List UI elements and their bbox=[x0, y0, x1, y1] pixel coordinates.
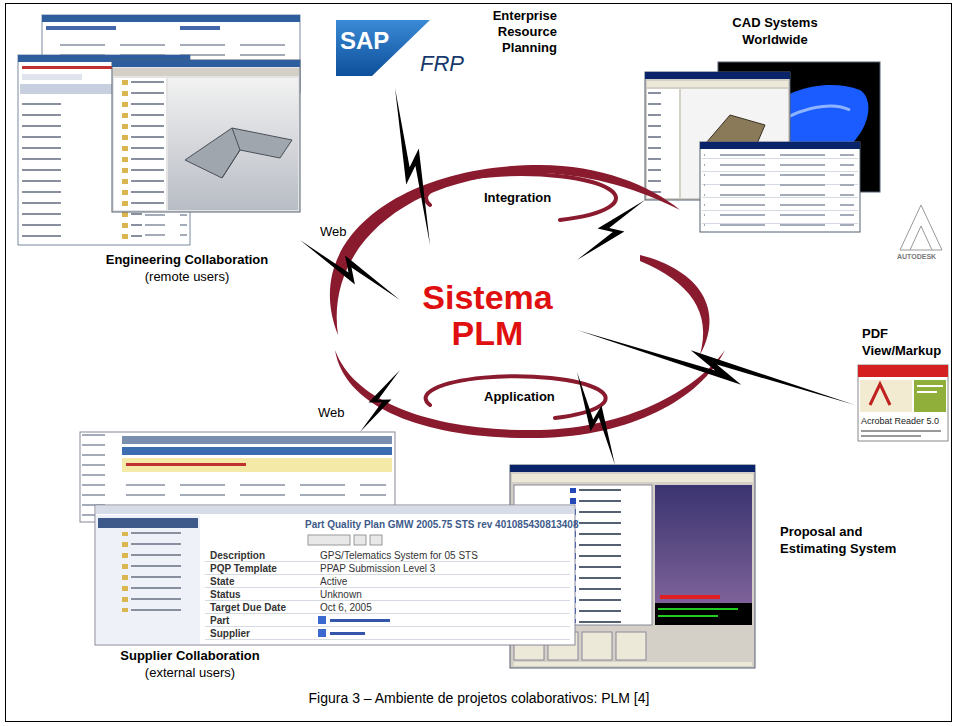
text-label: Acrobat Reader 5.0 bbox=[861, 416, 939, 427]
screenshot-panel: Engineering Collaboration(remote users) bbox=[15, 15, 300, 287]
supplier-screenshots bbox=[80, 432, 575, 645]
lightning-connector bbox=[577, 200, 645, 260]
node-title: (remote users) bbox=[77, 269, 297, 285]
figure-caption: Figura 3 – Ambiente de projetos colabora… bbox=[0, 690, 958, 707]
text-label: Oct 6, 2005 bbox=[320, 602, 372, 613]
lightning-connector bbox=[300, 240, 400, 300]
sap-logo bbox=[336, 20, 430, 76]
lightning-bolt bbox=[577, 200, 645, 260]
node-title: CAD Systems Worldwide bbox=[725, 14, 825, 48]
lightning-bolt bbox=[577, 330, 855, 405]
lightning-bolt bbox=[360, 370, 400, 432]
text-label: AUTODESK bbox=[897, 253, 936, 261]
text-label: Unknown bbox=[320, 589, 362, 600]
node-title: FRP bbox=[420, 52, 480, 76]
text-label: Part bbox=[210, 615, 229, 626]
figure-frame bbox=[6, 4, 952, 722]
text-label: Integration bbox=[484, 190, 551, 206]
text-label: State bbox=[210, 576, 234, 587]
edge-label: Web bbox=[316, 405, 347, 420]
text-label: PPAP Submission Level 3 bbox=[320, 563, 435, 574]
engineering-screenshots bbox=[18, 15, 300, 245]
autodesk-logo bbox=[900, 205, 942, 250]
node-title: Supplier Collaboration bbox=[80, 648, 300, 664]
node-title: (external users) bbox=[80, 665, 300, 681]
text-label: Part Quality Plan GMW 2005.75 STS rev 40… bbox=[305, 519, 579, 531]
text-label: Target Due Date bbox=[210, 602, 286, 613]
cad-screenshots bbox=[645, 62, 880, 232]
node-title: Engineering Collaboration bbox=[77, 252, 297, 268]
text-label: PQP Template bbox=[210, 563, 277, 574]
screenshot-panel: PDF View/Markup bbox=[855, 325, 950, 445]
lightning-connector bbox=[577, 372, 615, 465]
text-label: Status bbox=[210, 589, 241, 600]
pdf-screenshot bbox=[858, 365, 948, 441]
text-label: Application bbox=[484, 389, 555, 405]
lightning-connector bbox=[577, 330, 855, 405]
lightning-bolt bbox=[300, 240, 400, 300]
text-label: Supplier bbox=[210, 628, 250, 639]
text-label: GPS/Telematics System for 05 STS bbox=[320, 550, 478, 561]
text-label: Active bbox=[320, 576, 347, 587]
logo-block: SAP FRPEnterprise Resource Planning bbox=[330, 8, 560, 88]
node-title: Enterprise Resource Planning bbox=[475, 8, 557, 56]
node-title: SAP bbox=[340, 28, 400, 54]
lightning-bolt bbox=[577, 372, 615, 465]
node-title: PDF View/Markup bbox=[862, 325, 948, 359]
lightning-bolt bbox=[395, 88, 430, 245]
text-label: Description bbox=[210, 550, 265, 561]
lightning-connector bbox=[395, 88, 430, 245]
edge-label: Web bbox=[318, 224, 349, 239]
screenshot-panel: CAD Systems Worldwide bbox=[645, 10, 948, 268]
plm-swirl bbox=[330, 165, 725, 438]
node-title: Proposal and Estimating System bbox=[780, 523, 908, 557]
central-swirl: Sistema PLM bbox=[400, 245, 577, 385]
node-title: Sistema PLM bbox=[400, 279, 575, 351]
lightning-connector bbox=[360, 370, 400, 432]
screenshot-panel: Proposal and Estimating System bbox=[510, 465, 910, 670]
